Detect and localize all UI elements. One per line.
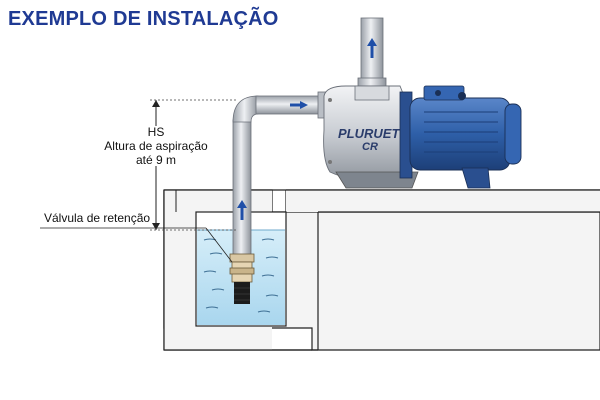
capacitor-icon [458, 92, 466, 100]
suction-pipe [232, 95, 323, 256]
water-ripples [203, 238, 279, 313]
motor-fins [424, 111, 498, 153]
max-height-label: até 9 m [136, 153, 176, 167]
suction-height-label: Altura de aspiração [104, 139, 208, 153]
pump-model: CR [362, 141, 378, 153]
height-dimension [150, 99, 236, 231]
check-valve-leader-diagonal [205, 227, 233, 263]
discharge-pipe [357, 17, 387, 89]
flow-arrow-up-icon [367, 38, 377, 58]
page-title: EXEMPLO DE INSTALAÇÃO [8, 8, 279, 30]
pump-brand: PLURUET [338, 126, 400, 141]
motor [399, 85, 522, 189]
hs-label: HS [148, 125, 165, 139]
cable-gland-icon [435, 90, 441, 96]
check-valve-label: Válvula de retenção [44, 211, 150, 225]
check-valve [229, 253, 255, 304]
pump: PLURUET CR [317, 85, 419, 189]
flow-arrow-up-icon [237, 200, 247, 220]
flow-arrow-right-icon [290, 101, 308, 109]
